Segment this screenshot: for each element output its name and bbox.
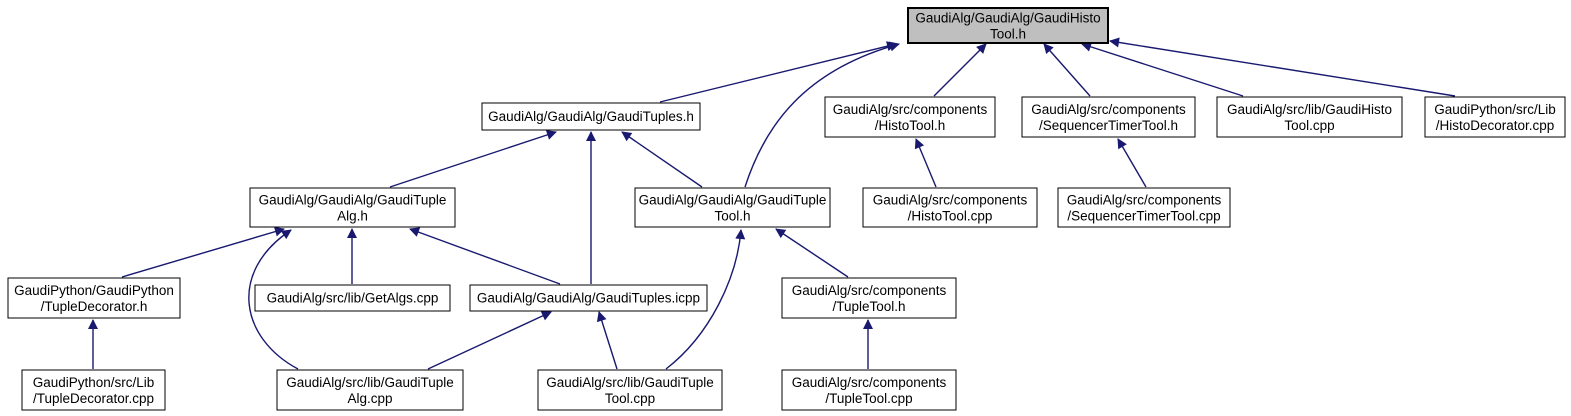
node-box <box>634 187 831 228</box>
node-histotool-h[interactable]: GaudiAlg/src/components/HistoTool.h <box>824 96 996 138</box>
node-box <box>1424 96 1566 138</box>
node-box <box>781 277 957 319</box>
node-box <box>21 369 166 411</box>
edge-histotool-cpp-to-histotool-h <box>914 138 937 188</box>
edge-gaudihistotool-cpp-to-gaudihistotool-h <box>1081 42 1244 97</box>
edge-gauditupletool-cpp-to-gaudituples-icpp <box>596 311 618 370</box>
node-tupletool-cpp[interactable]: GaudiAlg/src/components/TupleTool.cpp <box>781 369 957 411</box>
node-label: GaudiAlg/GaudiAlg/GaudiTuples.h <box>488 109 694 124</box>
node-label: GaudiPython/src/Lib/TupleDecorator.cpp <box>33 375 155 406</box>
node-box <box>7 277 181 319</box>
edge-gaudituplealg-h-to-gaudituples-h <box>389 130 557 188</box>
node-tupledecorator-cpp[interactable]: GaudiPython/src/Lib/TupleDecorator.cpp <box>21 369 166 411</box>
node-box <box>781 369 957 411</box>
node-label: GaudiAlg/src/components/HistoTool.cpp <box>873 193 1028 224</box>
node-box <box>537 369 723 411</box>
node-label: GaudiAlg/src/components/HistoTool.h <box>833 102 988 133</box>
edge-gauditupletool-cpp-to-gauditupletool-h <box>665 229 746 370</box>
node-tupledecorator-h[interactable]: GaudiPython/GaudiPython/TupleDecorator.h <box>7 277 181 319</box>
node-label: GaudiAlg/src/components/TupleTool.h <box>792 283 947 314</box>
node-label: GaudiAlg/src/lib/GetAlgs.cpp <box>267 291 439 306</box>
node-box <box>1021 96 1196 138</box>
edge-sequencertimertool-cpp-to-sequencertimertool-h <box>1117 138 1147 188</box>
node-box <box>1216 96 1403 138</box>
edge-gaudituplealg-cpp-to-gaudituplealg-h <box>248 229 299 370</box>
node-histotool-cpp[interactable]: GaudiAlg/src/components/HistoTool.cpp <box>862 187 1038 228</box>
node-box <box>276 369 464 411</box>
edge-histotool-h-to-gaudihistotool-h <box>933 43 987 97</box>
edge-gaudituples-h-to-gaudihistotool-h <box>659 41 897 103</box>
edge-gauditupletool-h-to-gaudihistotool-h <box>744 41 900 188</box>
node-label: GaudiAlg/src/components/SequencerTimerTo… <box>1067 193 1222 224</box>
edge-gauditupletool-h-to-gaudituples-h <box>621 131 703 188</box>
node-box <box>254 284 451 312</box>
node-label: GaudiAlg/src/components/SequencerTimerTo… <box>1031 102 1186 133</box>
edge-gaudituples-icpp-to-gaudituplealg-h <box>409 227 561 285</box>
node-label: GaudiPython/src/Lib/HistoDecorator.cpp <box>1434 102 1556 133</box>
node-box <box>1057 187 1231 228</box>
node-box <box>481 102 701 131</box>
edge-sequencertimertool-h-to-gaudihistotool-h <box>1043 43 1091 97</box>
edge-histodecorator-cpp-to-gaudihistotool-h <box>1109 37 1456 97</box>
edge-tupledecorator-h-to-gaudituplealg-h <box>121 226 285 278</box>
node-box <box>469 284 708 312</box>
node-histodecorator-cpp[interactable]: GaudiPython/src/Lib/HistoDecorator.cpp <box>1424 96 1566 138</box>
node-gaudituples-icpp[interactable]: GaudiAlg/GaudiAlg/GaudiTuples.icpp <box>469 284 708 312</box>
node-box <box>824 96 996 138</box>
node-tupletool-h[interactable]: GaudiAlg/src/components/TupleTool.h <box>781 277 957 319</box>
node-getalgs-cpp[interactable]: GaudiAlg/src/lib/GetAlgs.cpp <box>254 284 451 312</box>
node-label: GaudiPython/GaudiPython/TupleDecorator.h <box>14 283 174 314</box>
node-gaudituples-h[interactable]: GaudiAlg/GaudiAlg/GaudiTuples.h <box>481 102 701 131</box>
edge-gaudituplealg-cpp-to-gaudituples-icpp <box>427 311 552 370</box>
node-label: GaudiAlg/GaudiAlg/GaudiTuples.icpp <box>477 291 700 306</box>
node-box <box>862 187 1038 228</box>
node-sequencertimertool-cpp[interactable]: GaudiAlg/src/components/SequencerTimerTo… <box>1057 187 1231 228</box>
node-box <box>907 7 1109 44</box>
edge-tupletool-h-to-gauditupletool-h <box>775 228 849 278</box>
node-label: GaudiAlg/src/components/TupleTool.cpp <box>792 375 947 406</box>
node-box <box>249 187 456 228</box>
node-sequencertimertool-h[interactable]: GaudiAlg/src/components/SequencerTimerTo… <box>1021 96 1196 138</box>
